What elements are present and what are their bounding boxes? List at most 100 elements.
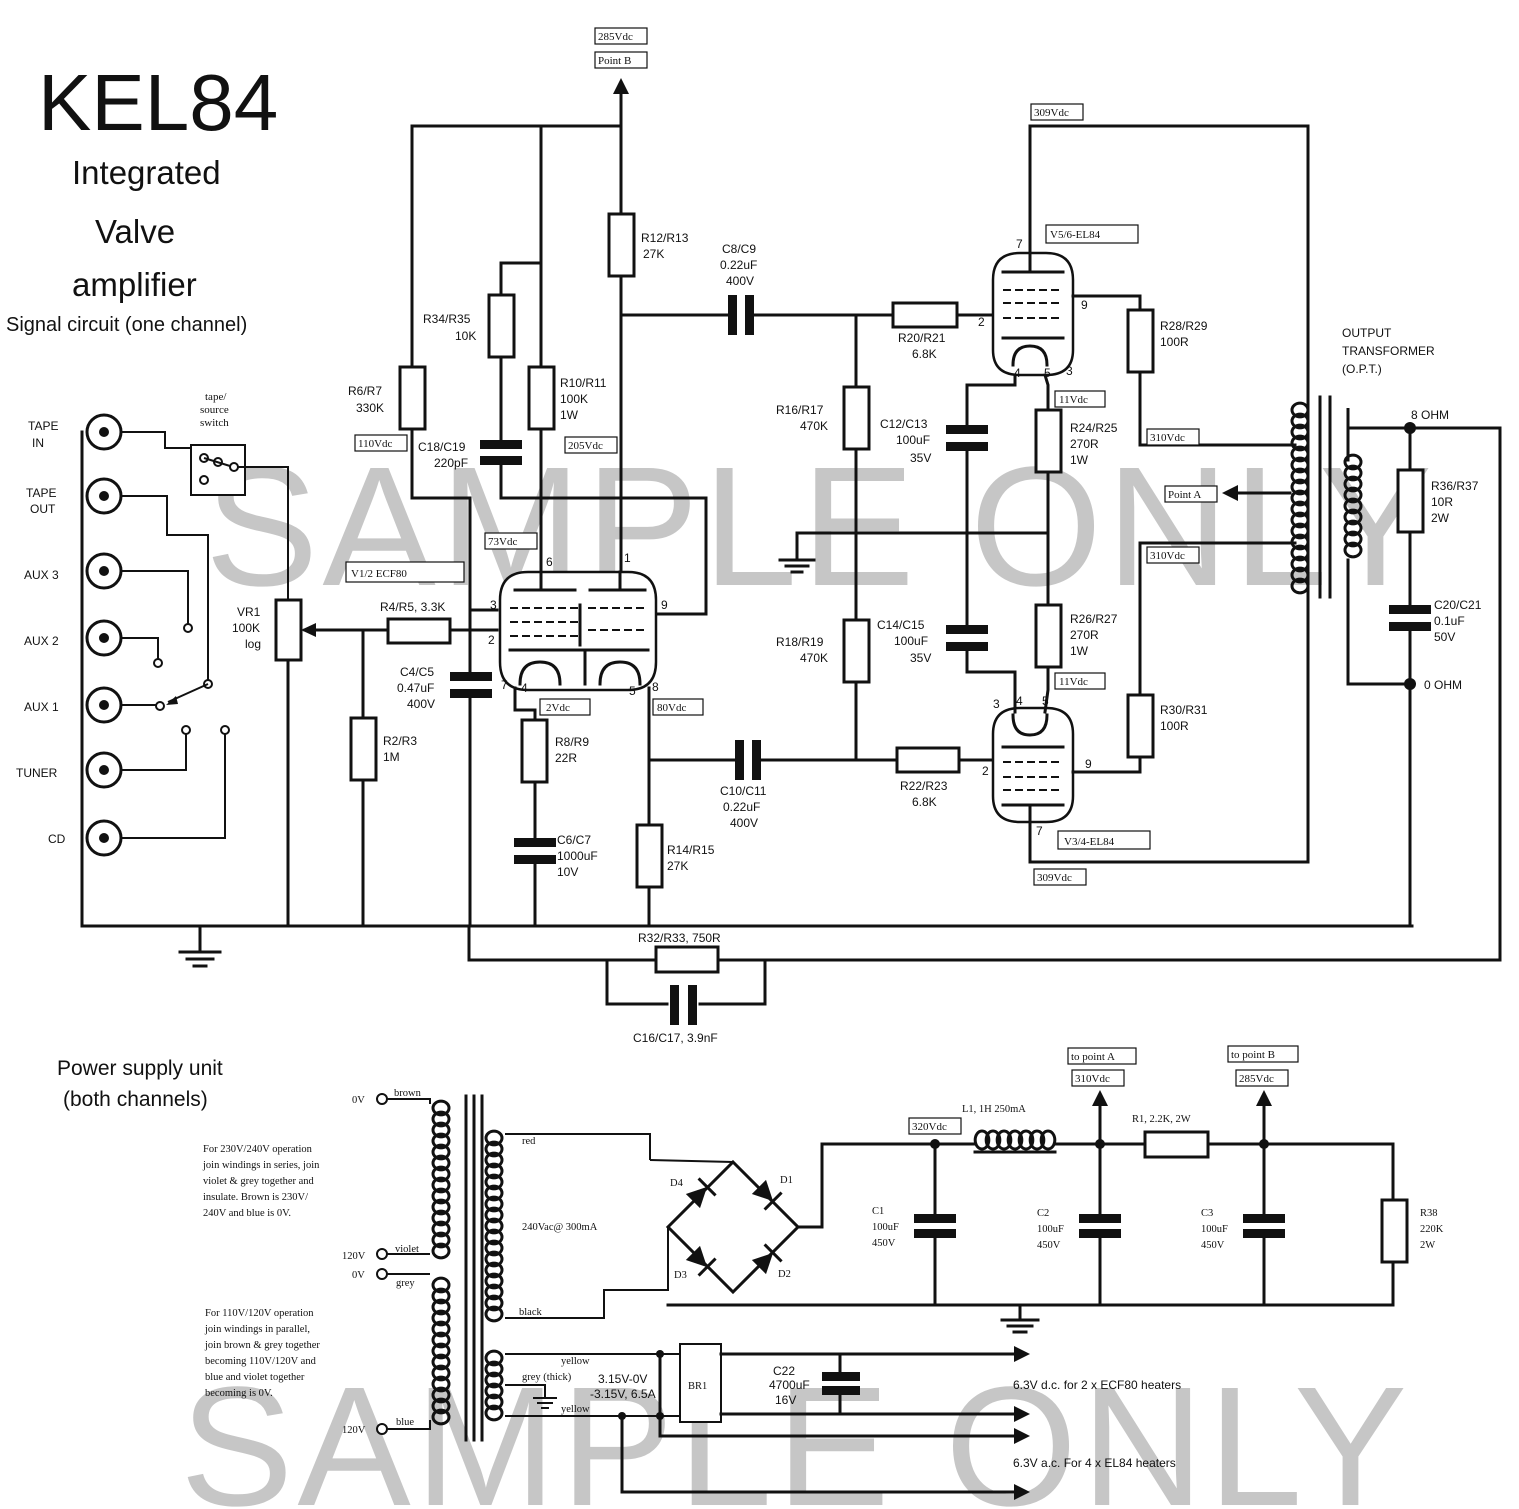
- opt-primary-coil-turn: [1290, 522, 1310, 540]
- r32-resistor: [654, 945, 720, 974]
- note230-4: insulate. Brown is 230V/: [203, 1192, 308, 1203]
- r22-resistor: [895, 746, 961, 774]
- v310a-label: 310Vdc: [1150, 432, 1185, 444]
- opt-primary-coil-turn: [1290, 445, 1310, 463]
- mains-primary-coil-b-turn: [431, 1331, 451, 1349]
- c8-label-rating: 400V: [726, 274, 754, 288]
- badge-2vdc: [539, 698, 591, 716]
- label-tape-in-2: IN: [32, 436, 44, 450]
- opt-label-3: (O.P.T.): [1342, 362, 1382, 376]
- label-grey: grey: [396, 1278, 415, 1289]
- mains-primary-coil-a-turn: [431, 1231, 451, 1249]
- v310b-label: 310Vdc: [1150, 550, 1185, 562]
- br1-label: BR1: [688, 1381, 707, 1392]
- el84bot-pin2: 2: [982, 764, 989, 778]
- c14-label-value: 100uF: [894, 634, 928, 648]
- l1-choke-turn: [984, 1129, 1002, 1151]
- title-line-3: amplifier: [72, 266, 197, 303]
- r34-label-value: 10K: [455, 329, 476, 343]
- mains-primary-coil-b-turn: [431, 1309, 451, 1327]
- v309top-label: 309Vdc: [1034, 107, 1069, 119]
- r14-resistor: [635, 823, 664, 889]
- mains-primary-coil-a-turn: [431, 1143, 451, 1161]
- r32-label: R32/R33, 750R: [638, 931, 721, 945]
- label-tuner: TUNER: [16, 766, 58, 780]
- opt-primary-coil-turn: [1290, 467, 1310, 485]
- badge-ecf80: [345, 561, 465, 583]
- c16-label: C16/C17, 3.9nF: [633, 1031, 718, 1045]
- el84bot-pin9: 9: [1085, 757, 1092, 771]
- opt-secondary-coil-turn: [1343, 486, 1363, 504]
- mains-primary-coil-b-turn: [431, 1386, 451, 1404]
- el84top-pin4: 4: [1014, 366, 1021, 380]
- r4-resistor: [386, 617, 452, 645]
- label-d3: D3: [674, 1270, 687, 1281]
- c6-label-name: C6/C7: [557, 833, 591, 847]
- c3-capacitor: [1243, 1214, 1285, 1223]
- mains-primary-coil-b-turn: [431, 1353, 451, 1371]
- r10-label-rating: 1W: [560, 408, 579, 422]
- c12-label-rating: 35V: [910, 451, 931, 465]
- opt-secondary-coil-turn: [1343, 475, 1363, 493]
- badge-320vdc: [908, 1117, 962, 1135]
- v80-label: 80Vdc: [657, 702, 686, 714]
- r38-label-rating: 2W: [1420, 1240, 1435, 1251]
- input-jacks: [80, 413, 123, 928]
- el84top-pin5: 5: [1044, 366, 1051, 380]
- c12-capacitor: [946, 425, 988, 434]
- opt-primary-coil-turn: [1290, 544, 1310, 562]
- c3-label-name: C3: [1201, 1208, 1213, 1219]
- note230-5: 240V and blue is 0V.: [203, 1208, 291, 1219]
- opt-secondary-coil-turn: [1343, 519, 1363, 537]
- r16-label-value: 470K: [800, 419, 828, 433]
- r26-label-name: R26/R27: [1070, 612, 1118, 626]
- c22-capacitor: [822, 1372, 860, 1381]
- ht-secondary-coil-turn: [484, 1195, 504, 1213]
- r8-resistor: [520, 718, 549, 784]
- ht-secondary-coil-turn: [484, 1140, 504, 1158]
- ecf80-pin9: 9: [661, 598, 668, 612]
- label-tape-out-2: OUT: [30, 502, 56, 516]
- r2-resistor: [349, 716, 378, 782]
- c2-label-name: C2: [1037, 1208, 1049, 1219]
- ht-secondary-coil-turn: [484, 1184, 504, 1202]
- c8-label-value: 0.22uF: [720, 258, 757, 272]
- r30-label-name: R30/R31: [1160, 703, 1208, 717]
- title-line-4: Signal circuit (one channel): [6, 314, 247, 336]
- el84bot-pin7: 7: [1036, 824, 1043, 838]
- opt-primary-coil-turn: [1290, 423, 1310, 441]
- el84top-tube-label: V5/6-EL84: [1050, 229, 1101, 241]
- r22-label-name: R22/R23: [900, 779, 948, 793]
- jack-aux2: [85, 619, 123, 657]
- badge-309vdc-bottom: [1033, 868, 1087, 886]
- label-0v-1: 0V: [352, 1095, 365, 1106]
- ht-secondary-coil-turn: [484, 1151, 504, 1169]
- label-black: black: [519, 1307, 542, 1318]
- label-red: red: [522, 1136, 536, 1147]
- r16-label-name: R16/R17: [776, 403, 824, 417]
- mains-primary-coil-a-turn: [431, 1099, 451, 1117]
- mains-primary-coil-b-turn: [431, 1364, 451, 1382]
- tape-source-switch: [190, 444, 246, 496]
- jack-tape-in: [85, 413, 123, 451]
- mains-primary-coil-b-turn: [431, 1298, 451, 1316]
- badge-to-point-b: [1227, 1045, 1299, 1063]
- opt-secondary-coil-turn: [1343, 464, 1363, 482]
- opt-secondary-coil-turn: [1343, 453, 1363, 471]
- c1-label-name: C1: [872, 1206, 884, 1217]
- heater-secondary-coil-turn: [484, 1393, 504, 1411]
- title-line-1: Integrated: [72, 154, 221, 191]
- ht-secondary-coil-turn: [484, 1217, 504, 1235]
- label-brown: brown: [394, 1088, 422, 1099]
- r12-label-name: R12/R13: [641, 231, 689, 245]
- heater-voltage-1: 3.15V-0V: [598, 1372, 647, 1386]
- c12-label-name: C12/C13: [880, 417, 928, 431]
- r2-label-value: 1M: [383, 750, 400, 764]
- r24-label-name: R24/R25: [1070, 421, 1118, 435]
- r14-label-name: R14/R15: [667, 843, 715, 857]
- badge-el84-top: [1045, 224, 1139, 244]
- to-point-b-label: to point B: [1231, 1049, 1275, 1061]
- r6-resistor: [398, 365, 427, 431]
- mains-primary-coil-a-turn: [431, 1242, 451, 1260]
